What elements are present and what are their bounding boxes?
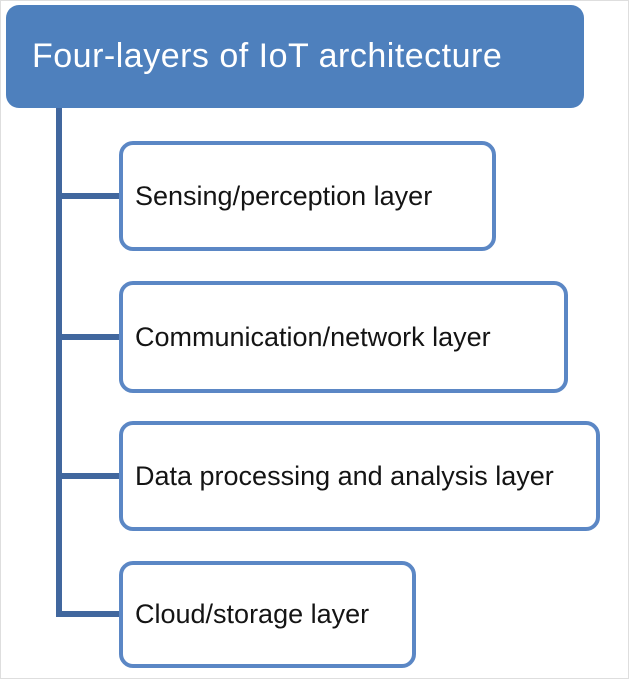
layer-label: Cloud/storage layer [135, 599, 370, 629]
connector-branch-line-2 [56, 334, 119, 340]
connector-branch-line-4 [56, 611, 119, 617]
connector-branch-line-1 [56, 193, 119, 199]
layer-label: Data processing and analysis layer [135, 460, 554, 491]
layer-box-data-processing-analysis: Data processing and analysis layer [119, 421, 600, 531]
layer-box-sensing-perception: Sensing/perception layer [119, 141, 496, 251]
layer-label: Sensing/perception layer [135, 180, 433, 211]
diagram-header-box: Four-layers of IoT architecture [6, 5, 584, 108]
connector-branch-line-3 [56, 473, 119, 479]
diagram-title: Four-layers of IoT architecture [32, 37, 503, 75]
layer-label: Communication/network layer [135, 321, 491, 352]
layer-box-cloud-storage: Cloud/storage layer [119, 561, 416, 668]
connector-trunk-line [56, 108, 62, 617]
layer-box-communication-network: Communication/network layer [119, 281, 568, 393]
